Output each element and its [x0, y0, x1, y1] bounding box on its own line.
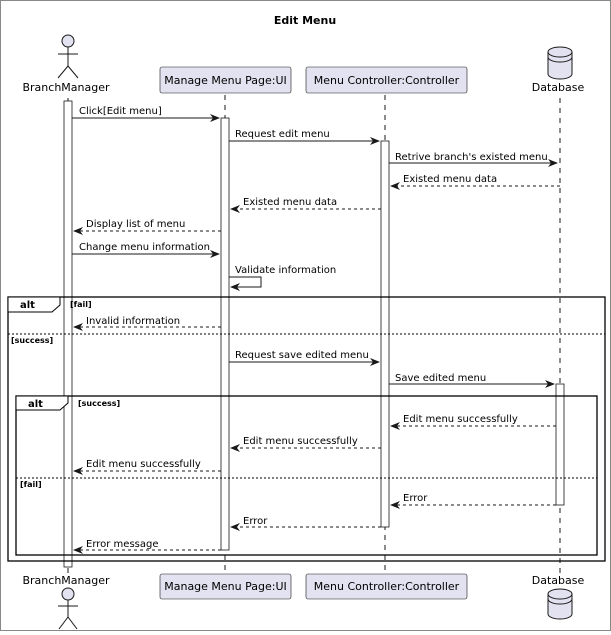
participant-label-ui-top: Manage Menu Page:UI: [164, 74, 287, 87]
message-label: Change menu information: [79, 242, 210, 253]
self-call-arrow: [229, 276, 262, 291]
alt-keyword-inner: alt: [28, 399, 43, 410]
participant-label-manager-bottom: BranchManager: [22, 574, 109, 587]
alt-guard-fail-inner: [fail]: [20, 480, 42, 489]
message-label: Existed menu data: [243, 197, 337, 208]
database-icon-top: [547, 46, 573, 80]
actor-icon-bottom: [58, 587, 78, 630]
message-label: Edit menu successfully: [86, 459, 201, 470]
activation-bar-database: [555, 383, 565, 506]
actor-icon-top: [57, 34, 79, 79]
participant-label-manager-top: BranchManager: [22, 81, 109, 94]
alt-fragment-inner: [15, 395, 598, 556]
participant-box-ui-top: [159, 66, 292, 94]
message-label: Validate information: [235, 265, 336, 276]
message-label: Request save edited menu: [235, 350, 369, 361]
alt-fragment-inner-tab: [15, 395, 69, 411]
message-label: Invalid information: [86, 316, 180, 327]
participant-box-controller-bottom: [305, 573, 468, 600]
database-icon-bottom: [547, 588, 573, 620]
participant-label-ui-bottom: Manage Menu Page:UI: [164, 580, 287, 593]
participant-label-db-top: Database: [532, 81, 585, 94]
participant-box-controller-top: [305, 66, 468, 94]
alt-fragment-outer-tab: [7, 296, 61, 313]
message-label: Edit menu successfully: [243, 436, 358, 447]
participant-label-controller-top: Menu Controller:Controller: [314, 74, 460, 87]
message-label: Click[Edit menu]: [79, 106, 162, 117]
diagram-title: Edit Menu: [274, 14, 336, 27]
message-label: Save edited menu: [395, 373, 486, 384]
alt-fragment-outer: [7, 296, 606, 562]
participant-box-ui-bottom: [159, 573, 292, 600]
message-label: Existed menu data: [403, 174, 497, 185]
message-label: Retrive branch's existed menu: [395, 152, 548, 163]
alt-guard-success: [success]: [11, 336, 53, 345]
participant-label-controller-bottom: Menu Controller:Controller: [314, 580, 460, 593]
alt-guard-fail: [fail]: [70, 300, 92, 309]
message-label: Error: [403, 493, 428, 504]
message-label: Error: [243, 516, 268, 527]
message-label: Edit menu successfully: [403, 414, 518, 425]
message-label: Display list of menu: [86, 219, 185, 230]
participant-label-db-bottom: Database: [532, 574, 585, 587]
alt-keyword-outer: alt: [20, 300, 35, 311]
message-label: Error message: [86, 539, 159, 550]
message-label: Request edit menu: [235, 129, 330, 140]
alt-guard-success-inner: [success]: [78, 399, 120, 408]
